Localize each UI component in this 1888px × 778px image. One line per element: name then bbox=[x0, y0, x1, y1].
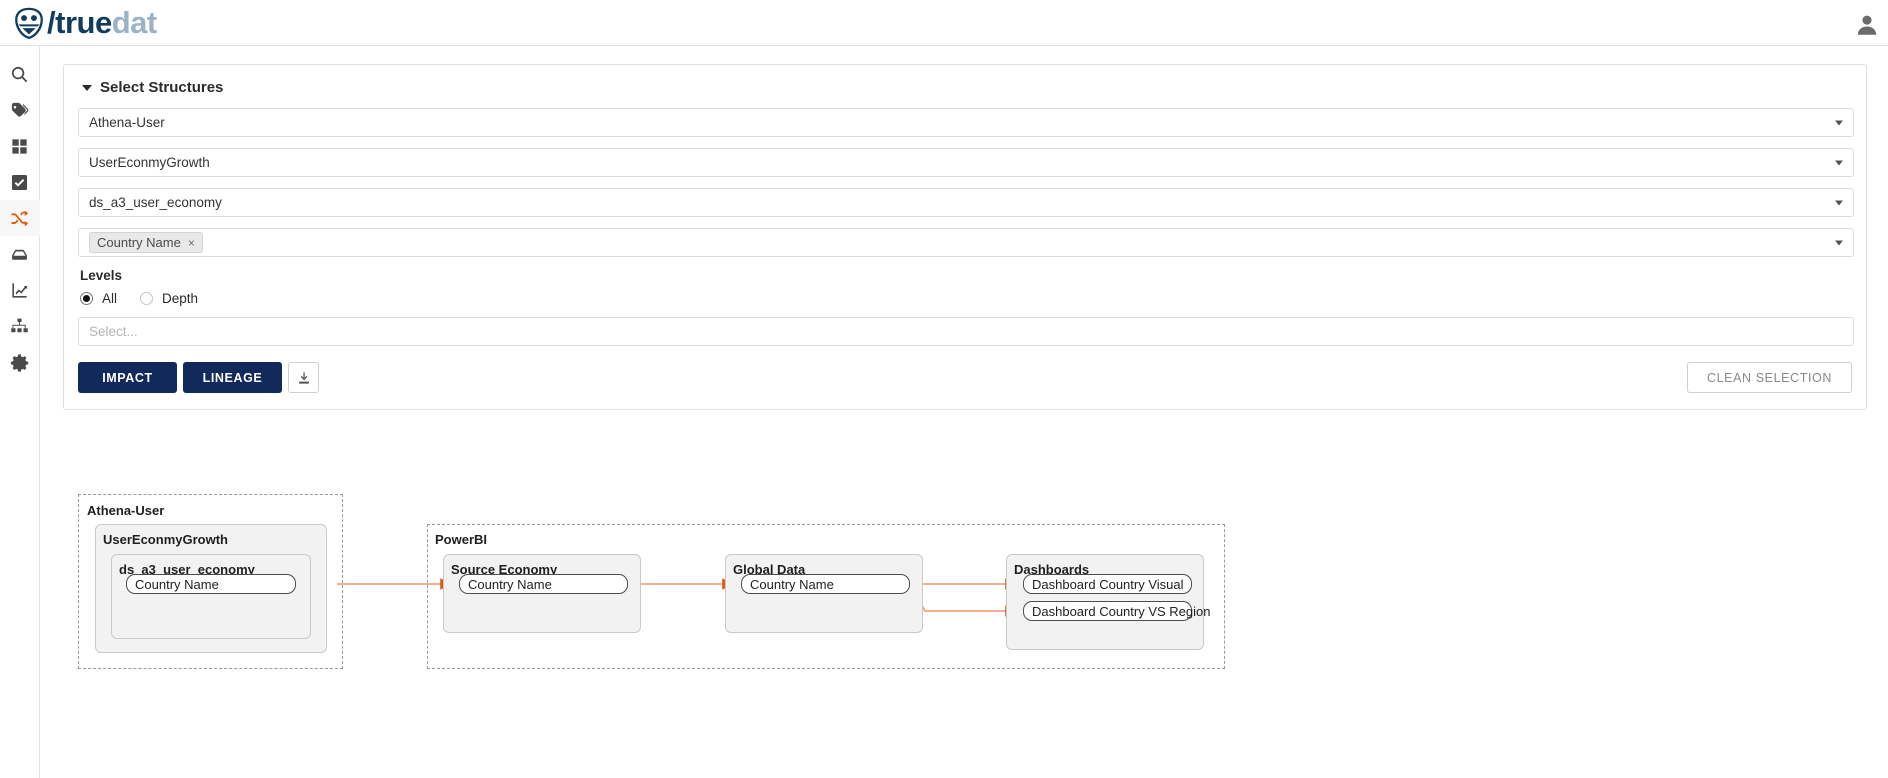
checkbox-icon bbox=[11, 174, 28, 190]
logo-true: true bbox=[55, 5, 112, 40]
group-powerbi bbox=[427, 524, 1225, 669]
sidebar-item-lineage[interactable] bbox=[0, 200, 40, 236]
database-icon bbox=[12, 249, 27, 260]
shuffle-icon bbox=[11, 210, 29, 226]
user-account-button[interactable] bbox=[1854, 10, 1888, 40]
chevron-down-icon bbox=[1835, 160, 1843, 165]
field-chip-label: Country Name bbox=[97, 235, 181, 250]
main-content: Select Structures Athena-User UserEconmy… bbox=[41, 46, 1888, 778]
group-usereconmygrowth-title: UserEconmyGrowth bbox=[103, 532, 228, 547]
group-source-economy-title: Source Economy bbox=[451, 562, 558, 577]
group-ds-a3-user-economy bbox=[111, 554, 311, 639]
sidebar-item-search[interactable] bbox=[0, 56, 40, 92]
app-logo[interactable]: /truedat bbox=[0, 6, 157, 40]
levels-label: Levels bbox=[80, 268, 123, 283]
levels-radio-group: All Depth bbox=[80, 291, 1852, 306]
select-structures-card: Select Structures Athena-User UserEconmy… bbox=[63, 64, 1867, 410]
sidebar-item-data-source[interactable] bbox=[0, 236, 40, 272]
group-athena-user-title: Athena-User bbox=[87, 503, 165, 518]
radio-all-label: All bbox=[102, 291, 118, 306]
top-bar: /truedat bbox=[0, 0, 1888, 46]
sidebar-item-grid[interactable] bbox=[0, 128, 40, 164]
radio-all[interactable] bbox=[80, 292, 93, 305]
radio-depth[interactable] bbox=[140, 292, 154, 305]
select-structure[interactable]: ds_a3_user_economy bbox=[78, 188, 1854, 217]
sidebar-item-hierarchy[interactable] bbox=[0, 308, 40, 344]
lineage-edges bbox=[337, 578, 1019, 617]
download-button[interactable] bbox=[288, 362, 319, 393]
group-dashboards-title: Dashboards bbox=[1014, 562, 1090, 577]
depth-select-placeholder: Select... bbox=[89, 324, 138, 339]
group-ds-a3-user-economy-title: ds_a3_user_economy bbox=[119, 562, 255, 577]
chevron-down-icon bbox=[82, 84, 92, 91]
node-country-name-source-economy[interactable]: Country Name bbox=[459, 574, 628, 594]
line-chart-icon bbox=[12, 282, 28, 298]
node-country-name-global-data[interactable]: Country Name bbox=[741, 574, 910, 594]
gear-icon bbox=[10, 353, 29, 372]
select-system-value: Athena-User bbox=[89, 115, 165, 130]
close-icon[interactable]: × bbox=[187, 235, 195, 250]
select-structure-value: ds_a3_user_economy bbox=[89, 195, 222, 210]
owl-logo-icon bbox=[15, 7, 43, 39]
clean-selection-button[interactable]: CLEAN SELECTION bbox=[1686, 362, 1852, 393]
group-global-data-title: Global Data bbox=[733, 562, 806, 577]
node-dashboard-country-visual[interactable]: Dashboard Country Visual bbox=[1023, 574, 1192, 594]
depth-select-input[interactable]: Select... bbox=[78, 317, 1854, 346]
hierarchy-icon bbox=[11, 318, 28, 332]
lineage-graph: Athena-User UserEconmyGrowth ds_a3_user_… bbox=[41, 466, 1888, 778]
select-group-value: UserEconmyGrowth bbox=[89, 155, 210, 170]
search-icon bbox=[11, 66, 28, 82]
group-athena-user bbox=[78, 494, 343, 669]
download-icon bbox=[298, 371, 309, 384]
action-button-row: IMPACT LINEAGE CLEAN SELECTION bbox=[78, 362, 1852, 393]
user-account-icon bbox=[1857, 15, 1877, 35]
logo-slash: / bbox=[47, 5, 56, 40]
page-title: Select Structures bbox=[100, 79, 224, 96]
sidebar-item-metrics[interactable] bbox=[0, 272, 40, 308]
impact-button[interactable]: IMPACT bbox=[78, 362, 177, 393]
chevron-down-icon bbox=[1835, 200, 1843, 205]
left-sidebar bbox=[0, 46, 40, 778]
select-group[interactable]: UserEconmyGrowth bbox=[78, 148, 1854, 177]
radio-depth-label: Depth bbox=[162, 291, 199, 306]
node-dashboard-country-vs-region[interactable]: Dashboard Country VS Region bbox=[1023, 601, 1211, 621]
logo-dat: dat bbox=[111, 5, 158, 40]
group-powerbi-title: PowerBI bbox=[435, 532, 488, 547]
card-header[interactable]: Select Structures bbox=[82, 79, 1852, 96]
grid-icon bbox=[12, 138, 27, 154]
sidebar-item-settings[interactable] bbox=[0, 344, 40, 380]
chevron-down-icon bbox=[1835, 120, 1843, 125]
node-country-name-athena[interactable]: Country Name bbox=[126, 574, 296, 594]
tags-icon bbox=[11, 102, 29, 117]
sidebar-item-tags[interactable] bbox=[0, 92, 40, 128]
chevron-down-icon bbox=[1835, 240, 1843, 245]
field-chip[interactable]: Country Name × bbox=[89, 232, 203, 253]
lineage-button[interactable]: LINEAGE bbox=[183, 362, 282, 393]
sidebar-item-quality[interactable] bbox=[0, 164, 40, 200]
select-fields[interactable]: Country Name × bbox=[78, 228, 1854, 257]
select-system[interactable]: Athena-User bbox=[78, 108, 1854, 137]
